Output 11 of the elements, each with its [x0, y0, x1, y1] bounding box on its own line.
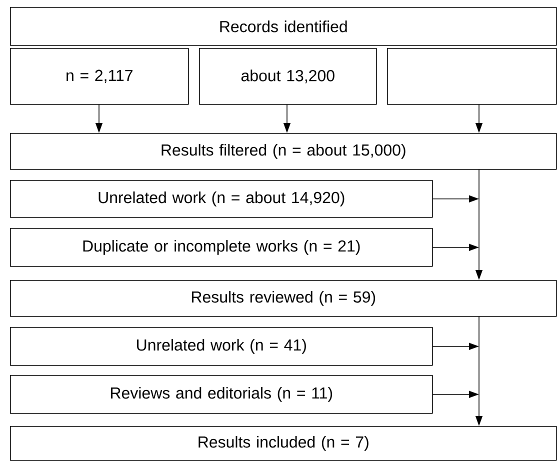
exclusion-box: Reviews and editorials (n = 11) [10, 375, 433, 414]
source-box: about 13,200 [199, 48, 377, 105]
exclusion-box: Unrelated work (n = 41) [10, 327, 433, 366]
source-box [387, 48, 557, 105]
process-box: Results included (n = 7) [10, 426, 557, 461]
source-box: n = 2,117 [10, 48, 189, 105]
exclusion-box: Duplicate or incomplete works (n = 21) [10, 228, 433, 267]
process-box: Results filtered (n = about 15,000) [10, 133, 557, 170]
exclusion-box: Unrelated work (n = about 14,920) [10, 180, 433, 218]
heading-box: Records identified [10, 7, 557, 46]
process-box: Results reviewed (n = 59) [10, 280, 557, 317]
